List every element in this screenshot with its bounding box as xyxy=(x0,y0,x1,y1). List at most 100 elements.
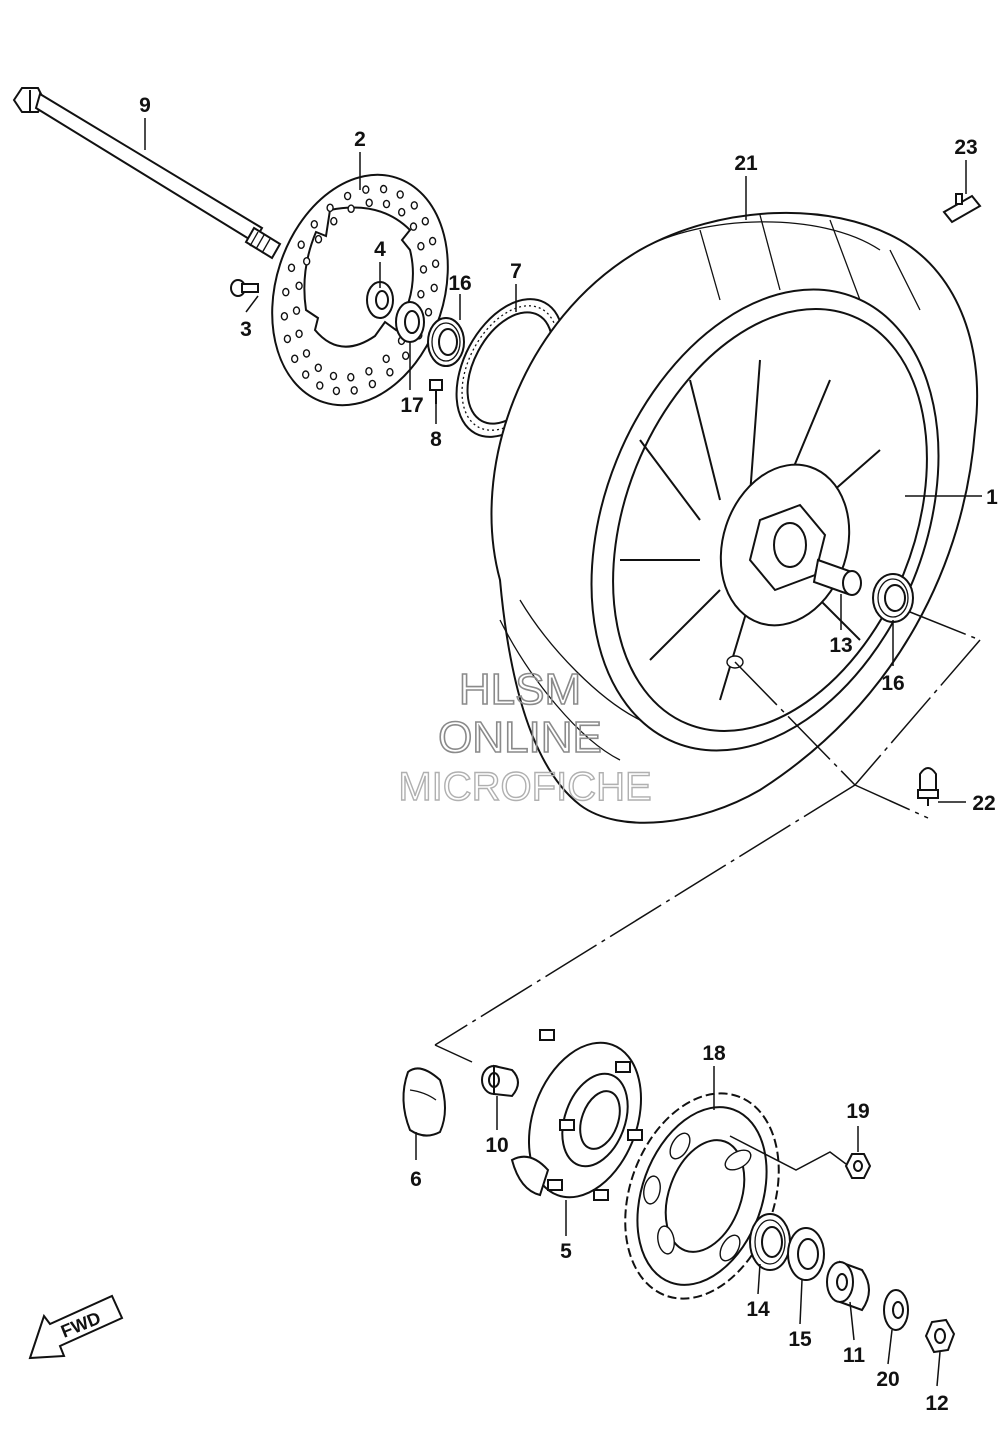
disc-hole xyxy=(421,216,429,226)
disc-hole xyxy=(396,190,404,199)
disc-hole xyxy=(365,198,373,208)
disc-hole xyxy=(302,349,311,358)
disc-hole xyxy=(283,334,292,344)
disc-hole xyxy=(398,207,406,217)
callout-10: 10 xyxy=(485,1134,508,1157)
callout-12: 12 xyxy=(925,1392,948,1415)
part-4-collar[interactable] xyxy=(366,281,394,319)
part-12-nut[interactable] xyxy=(924,1318,956,1354)
callout-4: 4 xyxy=(374,238,386,261)
disc-hole xyxy=(362,185,370,194)
callout-14: 14 xyxy=(746,1298,770,1321)
part-14-bearing[interactable] xyxy=(749,1213,791,1271)
disc-hole xyxy=(295,281,303,291)
disc-hole xyxy=(417,289,425,299)
disc-hole xyxy=(382,199,391,209)
part-16-bearing-left[interactable] xyxy=(427,317,465,367)
part-22-valve[interactable] xyxy=(917,767,939,806)
disc-hole xyxy=(379,184,388,194)
disc-hole xyxy=(280,311,289,321)
leader-lines xyxy=(144,118,982,1387)
part-18-sprocket[interactable] xyxy=(598,1072,806,1320)
part-2-brake-disc[interactable] xyxy=(244,152,477,428)
disc-holes xyxy=(280,184,440,396)
disc-hole xyxy=(314,363,322,373)
part-16-bearing-right[interactable] xyxy=(872,573,914,623)
callout-1: 1 xyxy=(986,486,998,509)
disc-hole xyxy=(382,354,390,364)
callout-8: 8 xyxy=(430,428,442,451)
callout-2: 2 xyxy=(354,128,366,151)
disc-hole xyxy=(424,307,433,317)
disc-hole xyxy=(330,216,338,226)
part-1-wheel[interactable] xyxy=(527,238,1000,803)
disc-hole xyxy=(343,191,352,201)
part-20-washer[interactable] xyxy=(883,1289,909,1331)
disc-hole xyxy=(402,351,410,361)
disc-hole xyxy=(316,381,324,390)
disc-hole xyxy=(303,256,311,266)
callout-labels: 9 2 4 3 17 16 7 8 21 23 1 13 16 22 18 19… xyxy=(139,94,998,1415)
part-9-axle[interactable] xyxy=(12,87,282,260)
disc-hole xyxy=(302,370,310,379)
disc-hole xyxy=(386,367,394,377)
callout-5: 5 xyxy=(560,1240,572,1263)
disc-hole xyxy=(292,306,301,315)
disc-hole xyxy=(368,379,377,389)
disc-hole xyxy=(365,366,373,376)
callout-20: 20 xyxy=(876,1368,899,1391)
disc-hole xyxy=(332,386,341,396)
disc-hole xyxy=(314,234,323,244)
callout-3: 3 xyxy=(240,318,252,341)
disc-hole xyxy=(430,283,438,293)
disc-hole xyxy=(417,241,425,251)
disc-hole xyxy=(409,222,418,231)
callout-22: 22 xyxy=(972,792,995,815)
part-6-damper[interactable] xyxy=(402,1067,446,1137)
disc-hole xyxy=(310,219,318,229)
assembly-lines xyxy=(434,611,981,1063)
watermark-line2: ONLINE xyxy=(438,713,602,762)
callout-21: 21 xyxy=(734,152,758,175)
disc-hole xyxy=(431,259,440,269)
part-15-oil-seal[interactable] xyxy=(787,1227,825,1281)
watermark: HLSM ONLINE MICROFICHE xyxy=(398,664,653,810)
disc-hole xyxy=(428,236,437,246)
callout-13: 13 xyxy=(829,634,852,657)
callout-15: 15 xyxy=(788,1328,812,1351)
watermark-line3: MICROFICHE xyxy=(398,765,651,809)
disc-hole xyxy=(410,201,418,210)
part-23-balance-weight[interactable] xyxy=(942,193,982,224)
callout-6: 6 xyxy=(410,1168,422,1191)
part-11-spacer[interactable] xyxy=(826,1260,870,1312)
disc-hole xyxy=(295,329,303,339)
disc-hole xyxy=(287,263,296,273)
disc-hole xyxy=(297,240,305,249)
part-8-screw[interactable] xyxy=(429,379,443,404)
callout-19: 19 xyxy=(846,1100,869,1123)
callout-18: 18 xyxy=(702,1042,726,1065)
callout-11: 11 xyxy=(843,1344,866,1367)
disc-hole xyxy=(282,287,290,297)
part-19-sprocket-nut[interactable] xyxy=(844,1153,872,1179)
callout-7: 7 xyxy=(510,260,522,283)
disc-hole xyxy=(326,203,334,213)
part-10-spacer[interactable] xyxy=(481,1064,519,1098)
disc-hole xyxy=(291,354,299,364)
callout-17: 17 xyxy=(400,394,423,417)
callout-16-lower: 16 xyxy=(881,672,904,695)
disc-hole xyxy=(329,371,338,381)
part-17-oil-seal[interactable] xyxy=(395,301,425,343)
callout-16-upper: 16 xyxy=(448,272,471,295)
disc-hole xyxy=(419,265,428,274)
fwd-arrow-icon: FWD xyxy=(28,1294,124,1360)
callout-9: 9 xyxy=(139,94,151,117)
part-5-sprocket-carrier[interactable] xyxy=(509,1027,661,1213)
part-3-disc-bolt[interactable] xyxy=(230,279,259,297)
disc-hole xyxy=(347,372,355,382)
callout-23: 23 xyxy=(954,136,977,159)
disc-hole xyxy=(347,204,355,213)
disc-hole xyxy=(350,386,358,395)
watermark-line1: HLSM xyxy=(459,665,581,714)
